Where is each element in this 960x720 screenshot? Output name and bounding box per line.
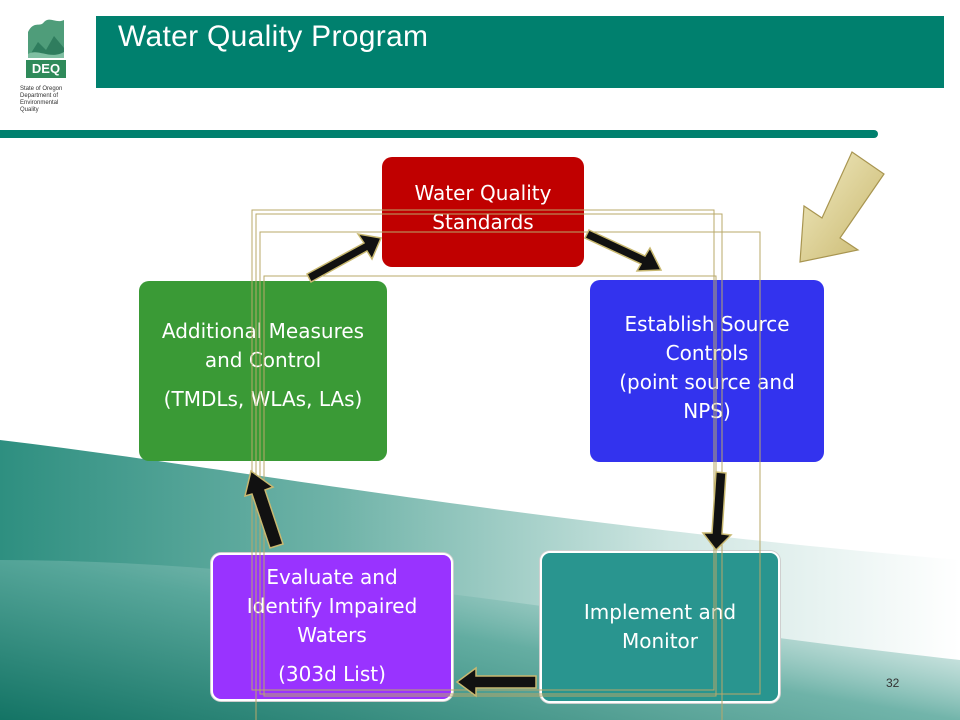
- node-label-line: Evaluate and: [266, 565, 398, 589]
- header-band: [96, 16, 944, 88]
- slide-number: 32: [886, 676, 900, 690]
- node-label-line: and Control: [204, 348, 322, 372]
- node-sublabel: (303d List): [278, 662, 386, 686]
- node-label-line: Controls: [665, 341, 749, 365]
- logo-org-line: Environmental: [20, 100, 59, 106]
- logo-org-name: State of Oregon Department of Environmen…: [20, 86, 84, 114]
- node-label-line: (point source and: [619, 370, 795, 394]
- node-label-line: Standards: [432, 210, 534, 234]
- node-water-quality-standards: Water Quality Standards: [382, 157, 584, 267]
- node-label-line: Water Quality: [414, 181, 552, 205]
- deq-logo: DEQ State of Oregon Department of Enviro…: [20, 14, 80, 122]
- logo-org-line: Department of: [20, 93, 59, 99]
- logo-org-line: Quality: [20, 107, 39, 113]
- page-title: Water Quality Program: [118, 20, 429, 53]
- node-label-line: Establish Source: [624, 312, 790, 336]
- node-establish-source-controls: Establish Source Controls (point source …: [590, 280, 824, 462]
- node-label-line: Identify Impaired: [246, 594, 418, 618]
- header-rule: [0, 130, 878, 138]
- node-label-line: Implement and: [583, 600, 737, 624]
- logo-org-line: State of Oregon: [20, 86, 63, 92]
- node-label-line: Monitor: [621, 629, 699, 653]
- node-label-line: NPS): [683, 399, 731, 423]
- node-additional-measures: Additional Measures and Control (TMDLs, …: [139, 281, 387, 461]
- node-evaluate-impaired-waters: Evaluate and Identify Impaired Waters (3…: [211, 553, 453, 701]
- node-implement-and-monitor: Implement and Monitor: [540, 551, 780, 703]
- node-label-line: Additional Measures: [161, 319, 365, 343]
- node-sublabel: (TMDLs, WLAs, LAs): [163, 387, 363, 411]
- deq-logo-icon: [24, 14, 68, 80]
- node-label-line: Waters: [297, 623, 367, 647]
- logo-mark: DEQ: [31, 61, 61, 76]
